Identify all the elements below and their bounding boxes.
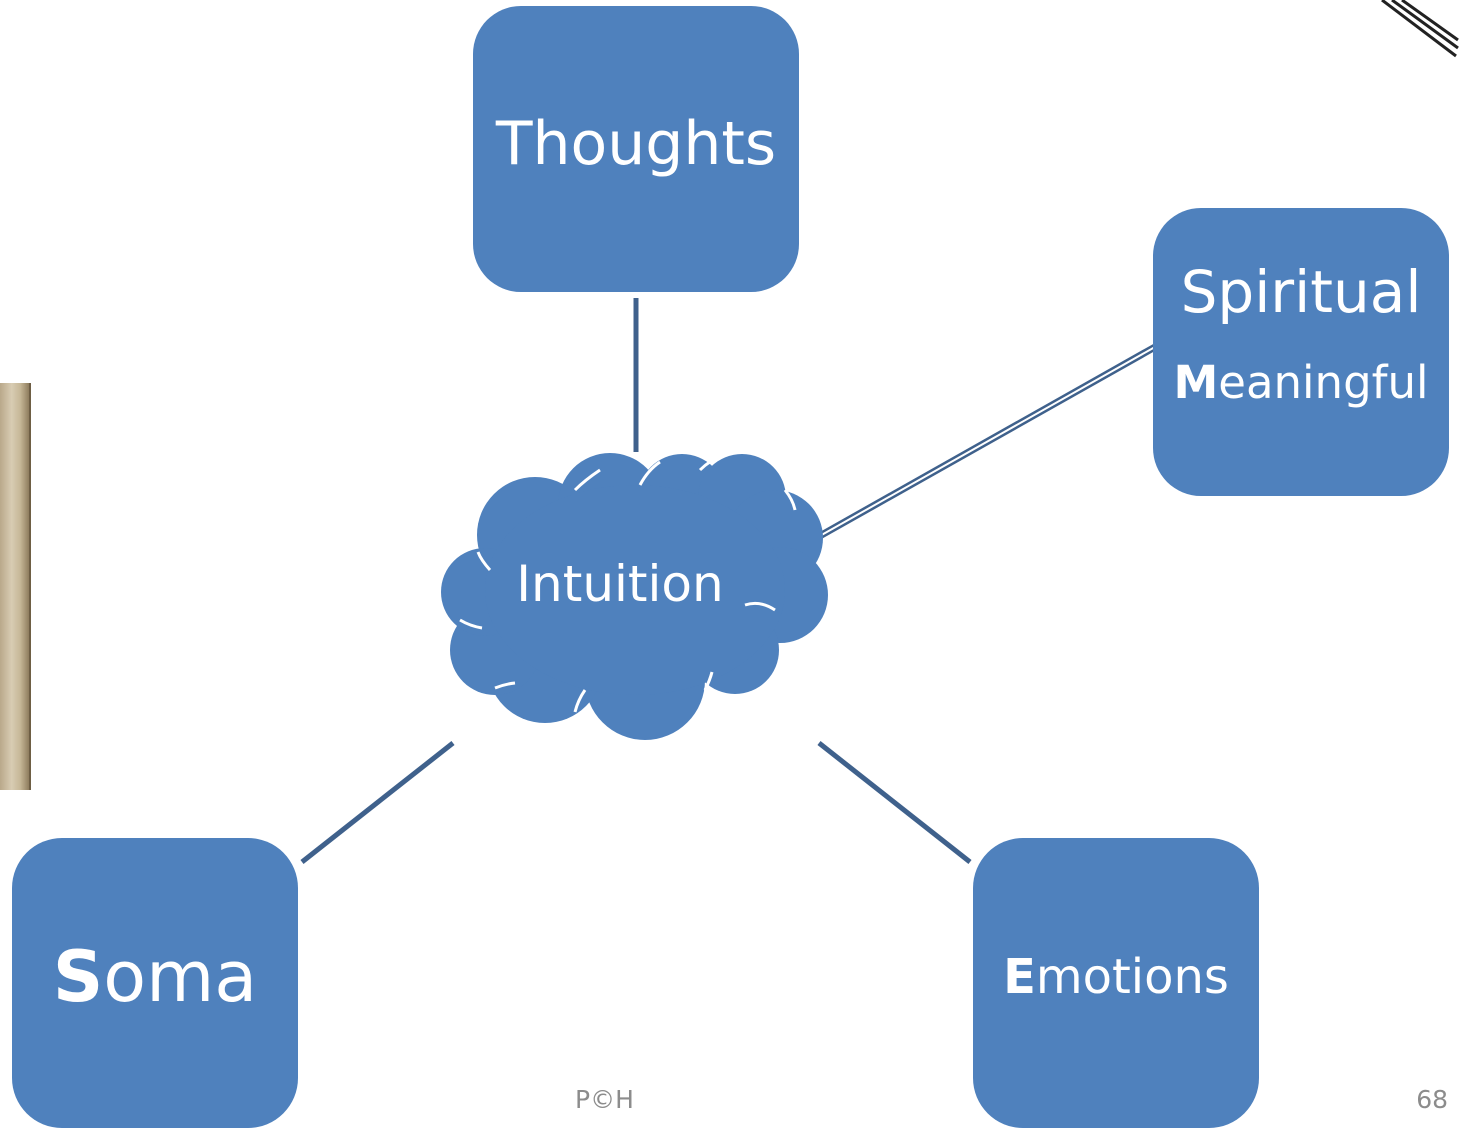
page-number: 68 — [1416, 1085, 1448, 1114]
emotions-label: Emotions — [1003, 949, 1229, 1005]
thoughts-label: Thoughts — [495, 109, 777, 179]
decorative-image-strip — [0, 383, 31, 790]
connector-spiritual — [816, 343, 1157, 541]
corner-ornament-icon — [1381, 0, 1459, 58]
spiritual-label: Spiritual — [1180, 257, 1422, 326]
footer-copyright: P©H — [575, 1085, 634, 1114]
soma-node: Soma — [12, 838, 298, 1128]
intuition-cloud — [441, 453, 828, 740]
spiritual-node: Spiritual Meaningful — [1153, 208, 1449, 496]
intuition-label: Intuition — [516, 555, 724, 613]
connector-emotions — [817, 741, 972, 864]
cloud-contour-marks — [459, 454, 797, 713]
thoughts-node: Thoughts — [473, 6, 799, 292]
soma-label: Soma — [52, 936, 258, 1018]
meaningful-label: Meaningful — [1173, 355, 1429, 409]
emotions-node: Emotions — [973, 838, 1259, 1128]
connector-soma — [300, 741, 455, 864]
